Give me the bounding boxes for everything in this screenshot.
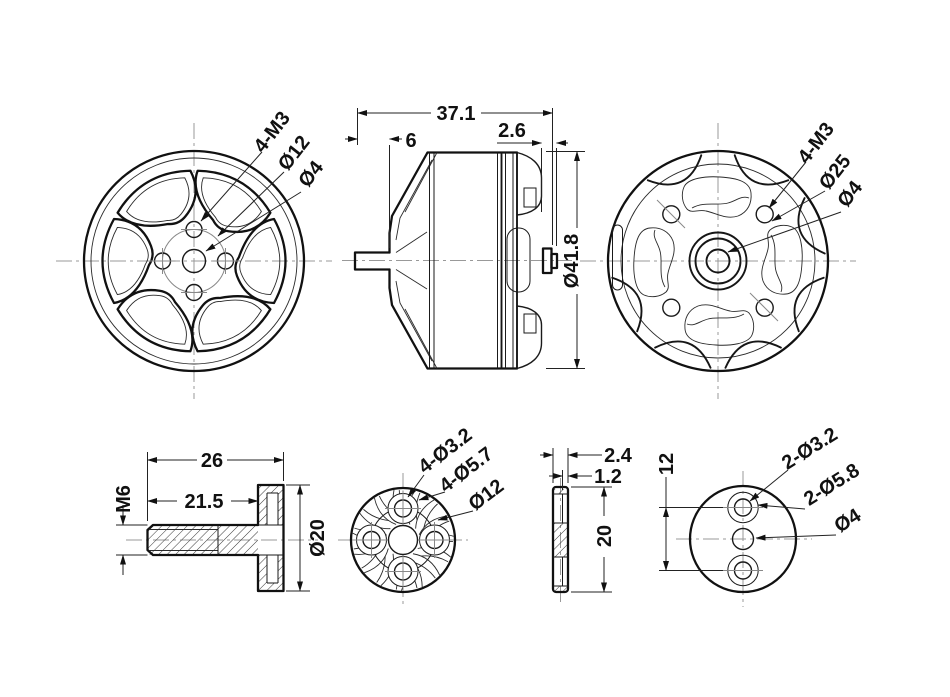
dim-shaft-length: 6 (405, 130, 416, 152)
rim-cutouts (611, 154, 826, 369)
bell-inner-rim (90, 157, 298, 365)
motor-rear-view: 4-M3 Ø25 Ø4 (580, 119, 868, 399)
washer-section-hatch (554, 489, 568, 591)
bell-facet-lines (395, 152, 438, 369)
washer-section-details (553, 493, 568, 587)
dim-overall-length: 37.1 (437, 103, 476, 125)
dim-flange-diameter: Ø20 (307, 519, 329, 557)
flange-hatch-top (258, 485, 284, 525)
washer-center-hole (387, 524, 419, 556)
dim-thread-length: 21.5 (185, 491, 224, 513)
dim-thread-size: M6 (113, 485, 135, 513)
mount-skirt (506, 227, 531, 293)
flange-outline (256, 483, 285, 593)
washer-leader-lines (407, 474, 474, 521)
shaft-hole (181, 248, 207, 274)
dim-body-diameter: Ø41.8 (561, 234, 583, 288)
body-vertical-lines (429, 152, 514, 369)
shaft-outline (353, 251, 391, 271)
bell-outer-circle (82, 149, 306, 373)
washer-side-dimensions (540, 448, 612, 593)
mount-tab-top (516, 151, 543, 216)
flange-details (258, 492, 284, 584)
mount-tab-top-hole (523, 187, 537, 208)
washer-section-outline (551, 485, 570, 594)
label-disc-center-hole: Ø4 (831, 504, 866, 537)
mount-disc-view: 12 2-Ø3.2 2-Ø5.8 Ø4 (656, 423, 866, 607)
rear-hole-centerlines (656, 199, 779, 322)
dim-washer-thickness: 2.4 (604, 445, 633, 467)
dim-hole-spacing: 12 (656, 453, 678, 475)
adapter-shaft-outline (146, 523, 260, 557)
flange-hatch-bottom (258, 555, 284, 591)
thread-root-lines (149, 529, 218, 551)
side-dimensions (345, 108, 585, 369)
prop-adapter-view: 26 21.5 M6 Ø20 (113, 450, 329, 593)
label-washer-bolt-circle: Ø12 (465, 475, 508, 515)
disc-hole-crosshairs (723, 507, 763, 571)
shaft-hatch (147, 525, 258, 555)
base-inner-rim (620, 163, 816, 359)
motor-side-view: 37.1 6 2.6 Ø41.8 (342, 103, 585, 370)
rear-mount-holes-m3 (662, 205, 774, 317)
dim-adapter-overall-length: 26 (201, 450, 223, 472)
disc-outer-circle (688, 484, 798, 594)
dim-washer-diameter: 20 (594, 525, 616, 547)
base-outer-circle (606, 149, 830, 373)
bell-silhouette-bottom (388, 268, 519, 370)
front-leader-lines (200, 151, 302, 252)
mount-tab-bottom (516, 305, 543, 370)
rear-leader-lines (727, 161, 842, 253)
washer-side-view: 2.4 1.2 20 (540, 445, 633, 602)
dim-mount-offset: 2.6 (498, 120, 526, 142)
dim-washer-step: 1.2 (594, 466, 622, 488)
washer-front-view: 4-Ø3.2 4-Ø5.7 Ø12 (338, 424, 508, 607)
shaft-stub (550, 252, 559, 270)
label-disc-counterbores: 2-Ø5.8 (800, 459, 864, 510)
washer-outer-circle (349, 486, 457, 594)
adapter-dimensions (116, 452, 310, 592)
rim-slot (612, 224, 623, 291)
label-disc-through-holes: 2-Ø3.2 (778, 423, 842, 474)
hole-crosshairs (149, 229, 239, 293)
washer-hole-crosshairs (353, 490, 453, 590)
disc-center-hole (731, 527, 755, 551)
motor-front-view: 4-M3 Ø12 Ø4 (56, 108, 332, 399)
mount-tab-bottom-hole (523, 313, 537, 334)
disc-dimensions (659, 469, 837, 571)
rear-center-boss (688, 231, 748, 291)
